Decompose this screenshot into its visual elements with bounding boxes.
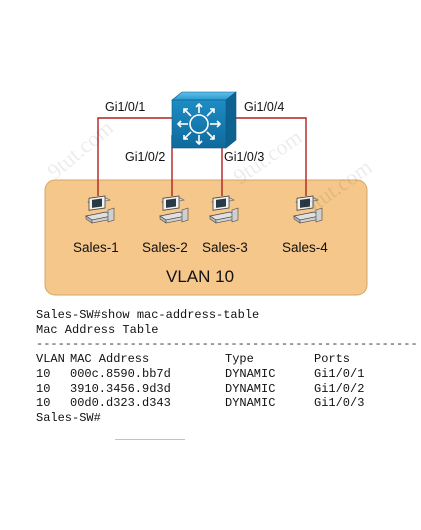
table-row: 10 000c.8590.bb7d DYNAMIC Gi1/0/1 <box>36 367 404 382</box>
host-label-sales-3: Sales-3 <box>202 240 248 255</box>
host-label-sales-2: Sales-2 <box>142 240 188 255</box>
cell-type: DYNAMIC <box>225 396 276 411</box>
network-topology-diagram: Gi1/0/1 Gi1/0/2 Gi1/0/3 Gi1/0/4 Sales-1 … <box>42 91 376 296</box>
cell-port: Gi1/0/2 <box>314 381 365 396</box>
table-row: 10 3910.3456.9d3d DYNAMIC Gi1/0/2 <box>36 382 404 397</box>
prompt-underline <box>115 439 185 440</box>
cell-mac: 000c.8590.bb7d <box>70 366 171 381</box>
port-label-gi1-0-4: Gi1/0/4 <box>244 100 284 114</box>
cli-prompt: Sales-SW# <box>36 410 101 425</box>
col-header-vlan: VLAN <box>36 352 65 367</box>
cli-command: Sales-SW#show mac-address-table <box>36 308 260 322</box>
cell-port: Gi1/0/1 <box>314 366 365 381</box>
port-label-gi1-0-3: Gi1/0/3 <box>224 150 264 164</box>
cli-table-title: Mac Address Table <box>36 322 159 337</box>
link-gi1-0-1 <box>97 117 172 196</box>
layer3-switch-icon <box>171 91 237 149</box>
col-header-mac: MAC Address <box>70 352 150 367</box>
col-header-type: Type <box>225 352 254 367</box>
host-label-sales-4: Sales-4 <box>282 240 328 255</box>
port-label-gi1-0-2: Gi1/0/2 <box>125 150 165 164</box>
cli-separator: ----------------------------------------… <box>36 337 416 352</box>
col-header-ports: Ports <box>314 352 351 367</box>
table-row: 10 00d0.d323.d343 DYNAMIC Gi1/0/3 <box>36 396 404 411</box>
pc-icon-sales-1 <box>85 195 115 224</box>
cell-vlan: 10 <box>36 366 51 381</box>
cell-port: Gi1/0/3 <box>314 396 365 411</box>
watermark: 9tut.com <box>42 115 118 184</box>
cell-vlan: 10 <box>36 396 51 411</box>
mac-address-table: VLAN MAC Address Type Ports 10 000c.8590… <box>36 352 404 411</box>
cell-type: DYNAMIC <box>225 381 276 396</box>
vlan-area <box>44 179 368 296</box>
table-header-row: VLAN MAC Address Type Ports <box>36 352 404 367</box>
cli-output: Sales-SW#show mac-address-table Mac Addr… <box>36 308 416 426</box>
cell-type: DYNAMIC <box>225 366 276 381</box>
port-label-gi1-0-1: Gi1/0/1 <box>105 100 145 114</box>
cell-vlan: 10 <box>36 381 51 396</box>
link-gi1-0-4 <box>232 117 307 196</box>
vlan-label: VLAN 10 <box>166 267 234 286</box>
cell-mac: 00d0.d323.d343 <box>70 396 171 411</box>
cell-mac: 3910.3456.9d3d <box>70 381 171 396</box>
host-label-sales-1: Sales-1 <box>73 240 119 255</box>
